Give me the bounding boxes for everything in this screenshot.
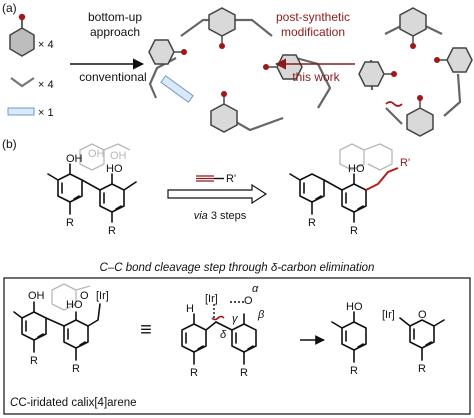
open-reaction-arrow [167,183,268,205]
cleavage-wavy-line [385,101,403,107]
legend-ring-block: × 4 [9,13,54,57]
left-mol-r-2: R [108,225,116,237]
cleavage-wavy-line [211,315,225,321]
right-calixarene-structure: R' HO R R [289,143,410,237]
mid-h: H [186,303,194,315]
mid-delta: δ [220,329,227,341]
legend-ring-count: × 4 [38,39,54,51]
legend-linker-block: × 4 [10,77,54,91]
box-left-o: O [80,290,89,302]
hydroxyl-dot-icon [18,13,26,21]
product-ho: HO [346,301,363,313]
right-mol-r-1: R [308,217,316,229]
ghost-oh-label-2: OH [110,150,127,162]
left-arrow-middle-label: approach [90,25,140,39]
mechanism-product: HO [Ir] O R R [331,301,445,377]
methylene-linker-icon [10,77,35,88]
ghost-oh-label-1: OH [88,148,105,160]
legend-linker-count: × 4 [38,79,54,91]
left-arrow-bottom-label: conventional [79,70,146,84]
right-arrow-bottom-label: this work [292,70,340,84]
box-left-r-1: R [30,355,38,367]
right-arrow-middle-label: modification [281,25,345,39]
box-left-ir: [Ir] [96,290,109,302]
box-left-ho: HO [66,299,83,311]
right-calixarene [358,7,473,137]
right-mol-r-2: R [350,225,358,237]
mechanism-box [3,277,471,415]
right-arrow-top-label: post-synthetic [276,10,350,24]
legend-blue-block: × 1 [7,107,54,119]
box-left-oh: OH [28,290,45,302]
product-r-2: R [418,363,426,375]
mid-r-1: R [190,367,198,379]
mid-ir: [Ir] [205,293,218,305]
product-r-prime: R' [400,157,410,169]
iridated-calixarene: O [Ir] HO OH R R CC-iridated calix[4]are… [10,283,137,409]
left-mol-oh-2: HO [106,163,123,175]
extra-unit-icon [7,107,35,116]
legend-block-count: × 1 [38,107,54,119]
equivalence-sign: ≡ [140,319,152,341]
iridated-caption: CC-iridated calix[4]arene [10,397,137,409]
reagent-block: R' [196,173,236,185]
left-mol-r-1: R [66,217,74,229]
mechanism-subtitle: C–C bond cleavage step through δ-carbon … [100,262,375,274]
mid-gamma: γ [232,313,239,325]
mechanism-structure: [Ir] O H α β γ δ R R [181,283,265,379]
mid-o: O [244,295,253,307]
product-r-1: R [350,365,358,377]
inserted-blue-unit [160,75,194,103]
mid-r-2: R [240,367,248,379]
mid-alpha: α [252,283,259,295]
reagent-r-prime: R' [226,173,236,185]
central-macrocycle [148,7,332,133]
left-arrow-top-label: bottom-up [88,10,142,24]
left-calixarene-structure: OH OH OH HO R R [47,143,137,237]
box-left-r-2: R [72,363,80,375]
panel-b-label: (b) [2,137,17,151]
benzene-ring-icon [9,27,35,57]
right-mol-oh: HO [348,163,365,175]
product-ir: [Ir] [382,309,395,321]
panel-a-label: (a) [2,1,17,15]
product-o: O [418,309,427,321]
left-mol-oh-1: OH [66,153,83,165]
steps-label: via 3 steps [194,210,247,222]
mid-beta: β [257,309,265,321]
